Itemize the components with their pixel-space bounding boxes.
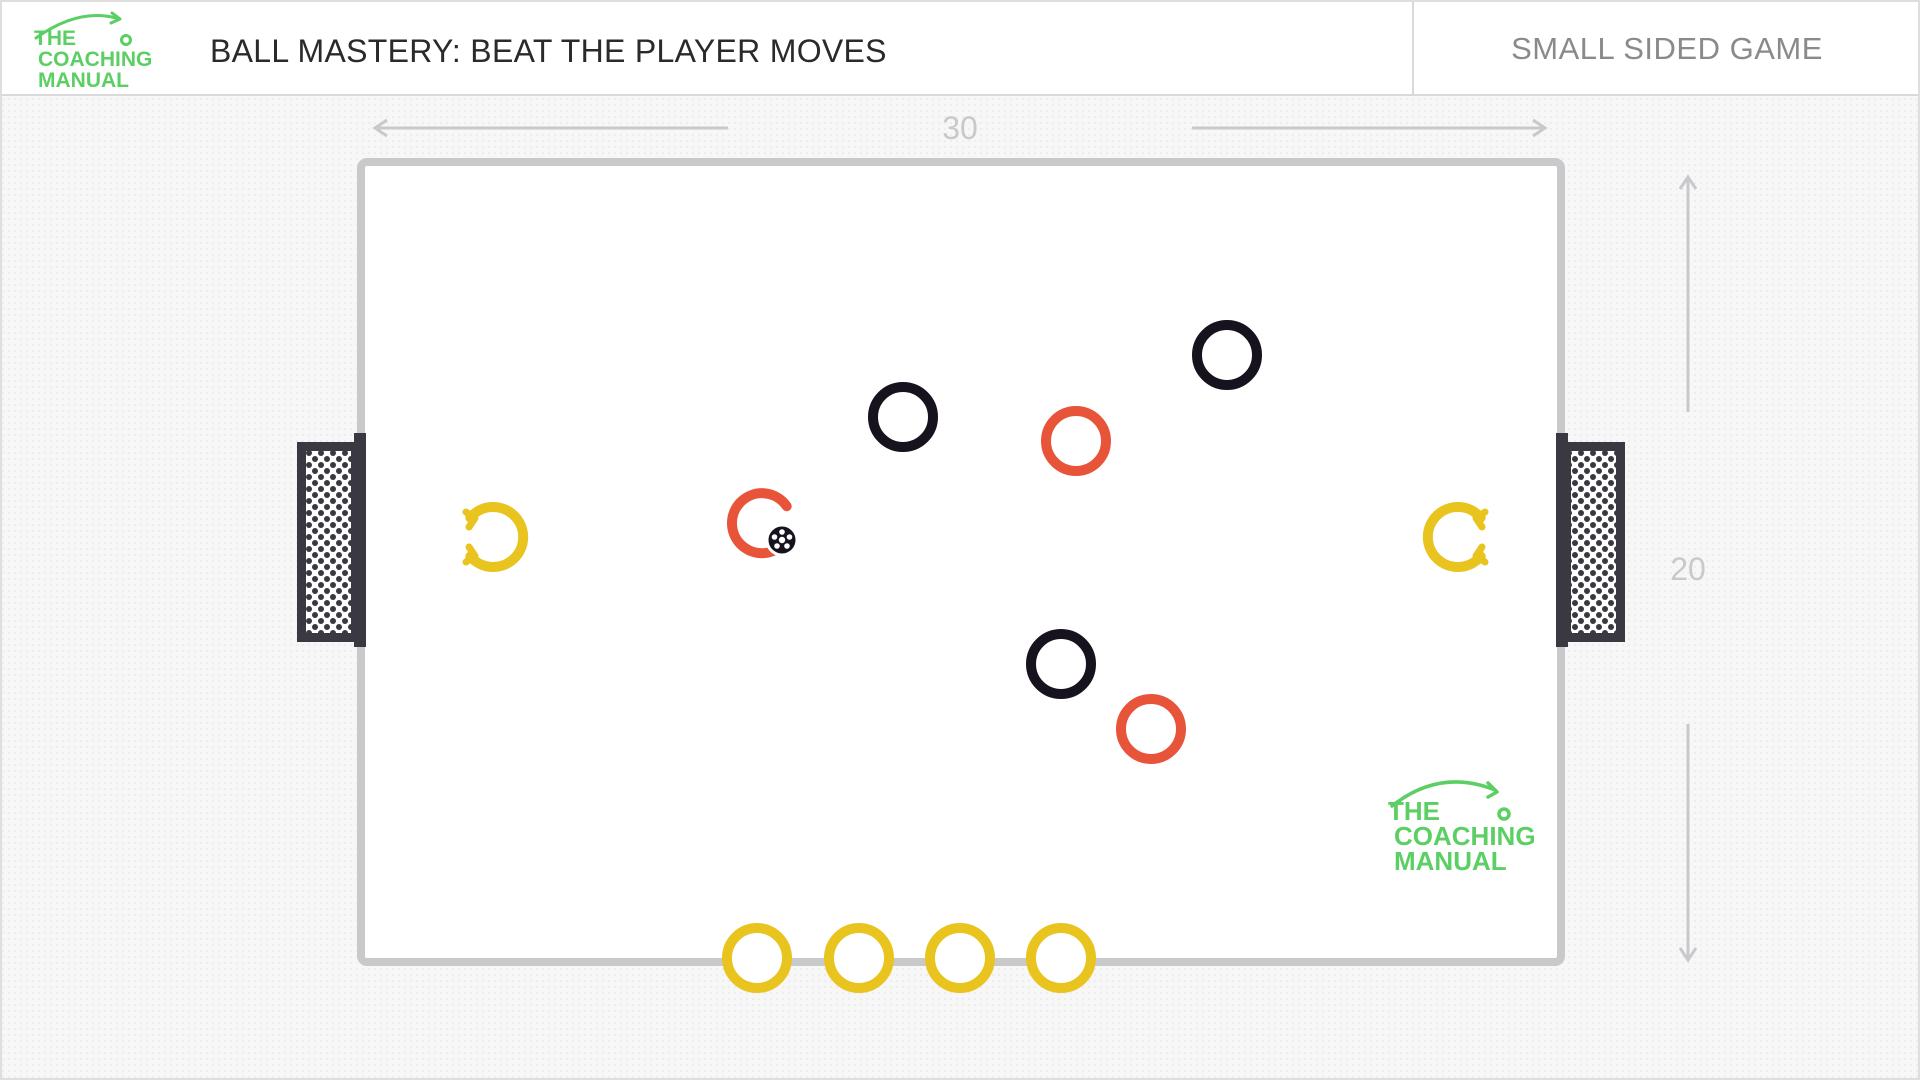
header-bar: THE COACHING MANUAL BALL MASTERY: BEAT T… bbox=[0, 0, 1920, 96]
substitute-player bbox=[722, 923, 792, 993]
attacker-player bbox=[1041, 406, 1111, 476]
arrow-up-icon bbox=[1678, 174, 1698, 190]
defender-player bbox=[1192, 320, 1262, 390]
goalkeeper-left bbox=[462, 502, 529, 572]
goalkeeper-right bbox=[1422, 502, 1489, 572]
watermark-line-3: MANUAL bbox=[1394, 846, 1507, 876]
defender-player bbox=[1026, 629, 1096, 699]
arrow-left-icon bbox=[372, 118, 388, 138]
page-title: BALL MASTERY: BEAT THE PLAYER MOVES bbox=[210, 33, 887, 69]
height-dimension: 20 bbox=[1670, 174, 1706, 963]
goal-post-left bbox=[354, 433, 366, 647]
substitutes-row bbox=[722, 923, 1096, 993]
logo-line-1: THE bbox=[34, 27, 76, 50]
goal-post-right bbox=[1556, 433, 1568, 647]
substitute-player bbox=[1026, 923, 1096, 993]
width-dimension: 30 bbox=[372, 110, 1548, 146]
attacker-with-ball bbox=[726, 488, 799, 559]
watermark-logo-icon: THE COACHING MANUAL bbox=[1388, 780, 1536, 876]
defender-player bbox=[868, 382, 938, 452]
substitute-player bbox=[824, 923, 894, 993]
substitute-player bbox=[925, 923, 995, 993]
height-label: 20 bbox=[1670, 551, 1706, 587]
width-label: 30 bbox=[942, 110, 978, 146]
goal-right bbox=[1556, 433, 1625, 647]
watermark-line-2: COACHING bbox=[1394, 821, 1536, 851]
arrow-down-icon bbox=[1678, 947, 1698, 963]
goal-net-left bbox=[306, 451, 351, 633]
logo-line-2: COACHING bbox=[38, 48, 152, 71]
pitch-boundary bbox=[357, 158, 1565, 966]
logo-line-3: MANUAL bbox=[38, 69, 129, 90]
watermark-line-1: THE bbox=[1388, 796, 1440, 826]
ball-icon bbox=[765, 523, 799, 557]
arrow-right-icon bbox=[1532, 118, 1548, 138]
goal-net-right bbox=[1571, 451, 1616, 633]
attacker-player bbox=[1116, 694, 1186, 764]
session-type-label: SMALL SIDED GAME bbox=[1511, 31, 1823, 66]
coaching-manual-logo-icon: THE COACHING MANUAL bbox=[34, 11, 152, 90]
goal-left bbox=[297, 433, 366, 647]
header-divider bbox=[1412, 0, 1414, 96]
